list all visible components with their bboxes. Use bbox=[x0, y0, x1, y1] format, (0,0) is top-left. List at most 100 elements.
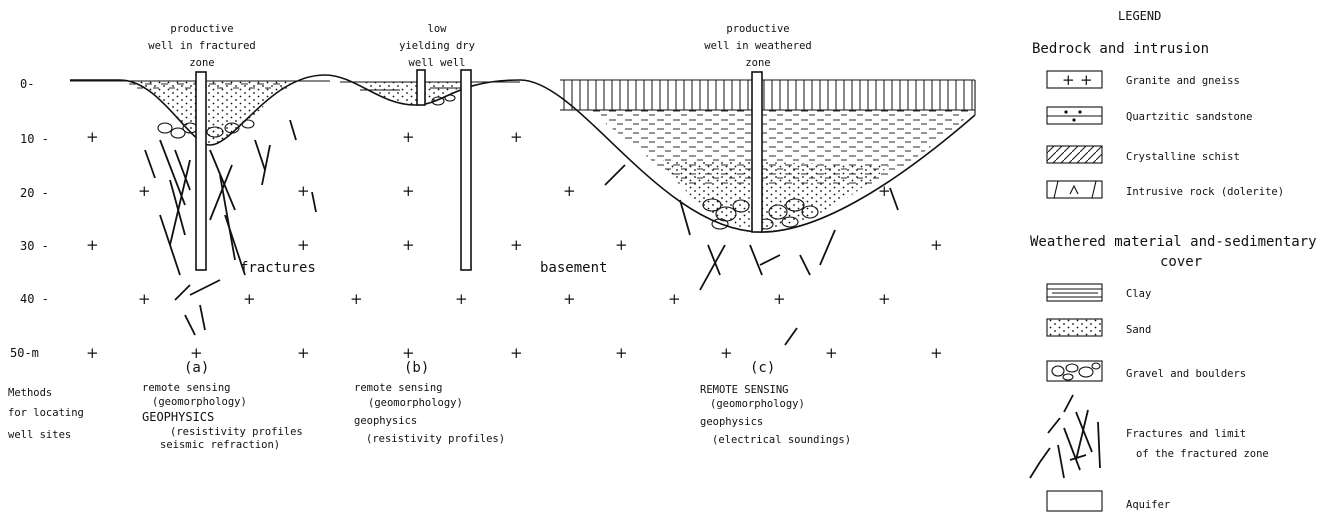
svg-text:+: + bbox=[402, 344, 415, 362]
site-letter-b: (b) bbox=[404, 360, 429, 376]
site-letter-a: (a) bbox=[184, 360, 209, 376]
svg-text:+: + bbox=[930, 344, 943, 362]
svg-text:+: + bbox=[138, 290, 151, 308]
depth-tick-20: 20 - bbox=[20, 186, 49, 200]
legend-quartzitic-label: Quartzitic sandstone bbox=[1126, 111, 1252, 123]
legend-fractures-label-1: Fractures and limit bbox=[1126, 428, 1246, 440]
svg-text:+: + bbox=[825, 344, 838, 362]
svg-text:+: + bbox=[510, 344, 523, 362]
svg-text:+: + bbox=[86, 344, 99, 362]
well-label-b-line3: well well bbox=[409, 57, 466, 69]
methods-c-line1: REMOTE SENSING bbox=[700, 384, 789, 396]
well-label-b-line1: low bbox=[428, 23, 448, 35]
basin-a bbox=[70, 80, 330, 145]
depth-tick-50: 50-m bbox=[10, 346, 39, 360]
depth-tick-40: 40 - bbox=[20, 292, 49, 306]
legend-fractures-label-2: of the fractured zone bbox=[1136, 448, 1269, 460]
svg-text:+: + bbox=[243, 290, 256, 308]
legend-gravel-label: Gravel and boulders bbox=[1126, 368, 1246, 380]
legend-intrusive-swatch bbox=[1046, 180, 1103, 199]
svg-text:+: + bbox=[190, 344, 203, 362]
legend-schist-label: Crystalline schist bbox=[1126, 151, 1240, 163]
svg-text:+: + bbox=[510, 236, 523, 254]
svg-text:+: + bbox=[297, 182, 310, 200]
legend-intrusive-label: Intrusive rock (dolerite) bbox=[1126, 186, 1284, 198]
legend-sand-swatch bbox=[1046, 318, 1103, 337]
legend-weathered-heading-2: cover bbox=[1160, 254, 1202, 270]
svg-text:+: + bbox=[615, 344, 628, 362]
legend-title: LEGEND bbox=[1118, 9, 1161, 23]
well-label-a-line1: productive bbox=[170, 23, 233, 35]
site-letter-c: (c) bbox=[750, 360, 775, 376]
legend-fractures-swatch bbox=[1029, 394, 1101, 479]
methods-a-line1: remote sensing bbox=[142, 382, 231, 394]
methods-a-line5: seismic refraction) bbox=[160, 439, 280, 451]
legend-clay-swatch bbox=[1046, 283, 1103, 302]
methods-b-line4: (resistivity profiles) bbox=[366, 433, 505, 445]
methods-label-line1: Methods bbox=[8, 387, 52, 399]
legend-granite-swatch: + + bbox=[1046, 70, 1103, 89]
well-c bbox=[751, 71, 763, 233]
svg-text:+: + bbox=[930, 236, 943, 254]
svg-text:+: + bbox=[402, 236, 415, 254]
methods-b: remote sensing (geomorphology) geophysic… bbox=[354, 382, 505, 445]
depth-tick-10: 10 - bbox=[20, 132, 49, 146]
methods-a-line3: GEOPHYSICS bbox=[142, 410, 214, 424]
well-label-a-line3: zone bbox=[189, 57, 214, 69]
svg-text:+: + bbox=[563, 182, 576, 200]
methods-b-line3: geophysics bbox=[354, 415, 417, 427]
svg-text:+: + bbox=[402, 128, 415, 146]
methods-label-line2: for locating bbox=[8, 407, 84, 419]
methods-b-line2: (geomorphology) bbox=[368, 397, 463, 409]
fractures-annotation: fractures bbox=[240, 260, 316, 276]
legend-gravel-swatch bbox=[1046, 360, 1103, 382]
svg-text:+: + bbox=[668, 290, 681, 308]
legend-bedrock-heading: Bedrock and intrusion bbox=[1032, 41, 1209, 57]
svg-text:+: + bbox=[615, 236, 628, 254]
depth-scale: 0- 10 - 20 - 30 - 40 - 50-m bbox=[10, 77, 49, 360]
well-b-low-yielding bbox=[416, 69, 426, 106]
legend-schist-swatch bbox=[1046, 145, 1103, 164]
methods-a-line2: (geomorphology) bbox=[152, 396, 247, 408]
depth-tick-0: 0- bbox=[20, 77, 34, 91]
methods-label: Methods for locating well sites bbox=[8, 387, 84, 441]
well-label-c-line3: zone bbox=[745, 57, 770, 69]
svg-text:+: + bbox=[455, 290, 468, 308]
methods-b-line1: remote sensing bbox=[354, 382, 443, 394]
basement-rock-symbols: + + + + + + + + + + + + + + + + + + + + … bbox=[86, 128, 943, 362]
svg-text:+: + bbox=[297, 236, 310, 254]
fracture-lines bbox=[144, 119, 899, 346]
legend: LEGEND Bedrock and intrusion + + Granite… bbox=[1029, 9, 1317, 512]
svg-text:+: + bbox=[720, 344, 733, 362]
depth-tick-30: 30 - bbox=[20, 239, 49, 253]
well-label-c: productive well in weathered zone bbox=[704, 23, 811, 69]
svg-text:+: + bbox=[138, 182, 151, 200]
svg-text:+: + bbox=[773, 290, 786, 308]
methods-label-line3: well sites bbox=[8, 429, 71, 441]
svg-text:+: + bbox=[563, 290, 576, 308]
legend-clay-label: Clay bbox=[1126, 288, 1151, 300]
legend-granite-label: Granite and gneiss bbox=[1126, 75, 1240, 87]
svg-text:+: + bbox=[297, 344, 310, 362]
svg-text:+: + bbox=[86, 236, 99, 254]
well-label-c-line1: productive bbox=[726, 23, 789, 35]
methods-a-line4: (resistivity profiles bbox=[170, 426, 303, 438]
svg-text:+: + bbox=[350, 290, 363, 308]
well-label-a-line2: well in fractured bbox=[148, 40, 255, 52]
legend-sand-label: Sand bbox=[1126, 324, 1151, 336]
well-label-b: low yielding dry well well bbox=[399, 23, 475, 69]
legend-aquifer-label: Aquifer bbox=[1126, 499, 1170, 511]
svg-text:+: + bbox=[402, 182, 415, 200]
methods-c-line4: (electrical soundings) bbox=[712, 434, 851, 446]
well-label-c-line2: well in weathered bbox=[704, 40, 811, 52]
svg-text:+: + bbox=[86, 128, 99, 146]
well-a bbox=[195, 71, 207, 271]
legend-weathered-heading: Weathered material and-sedimentary bbox=[1030, 234, 1317, 250]
basin-c bbox=[560, 79, 976, 230]
well-label-a: productive well in fractured zone bbox=[148, 23, 255, 69]
well-label-b-line2: yielding dry bbox=[399, 40, 475, 52]
svg-text:+: + bbox=[878, 290, 891, 308]
svg-text:+: + bbox=[510, 128, 523, 146]
legend-quartzitic-swatch bbox=[1046, 106, 1103, 125]
